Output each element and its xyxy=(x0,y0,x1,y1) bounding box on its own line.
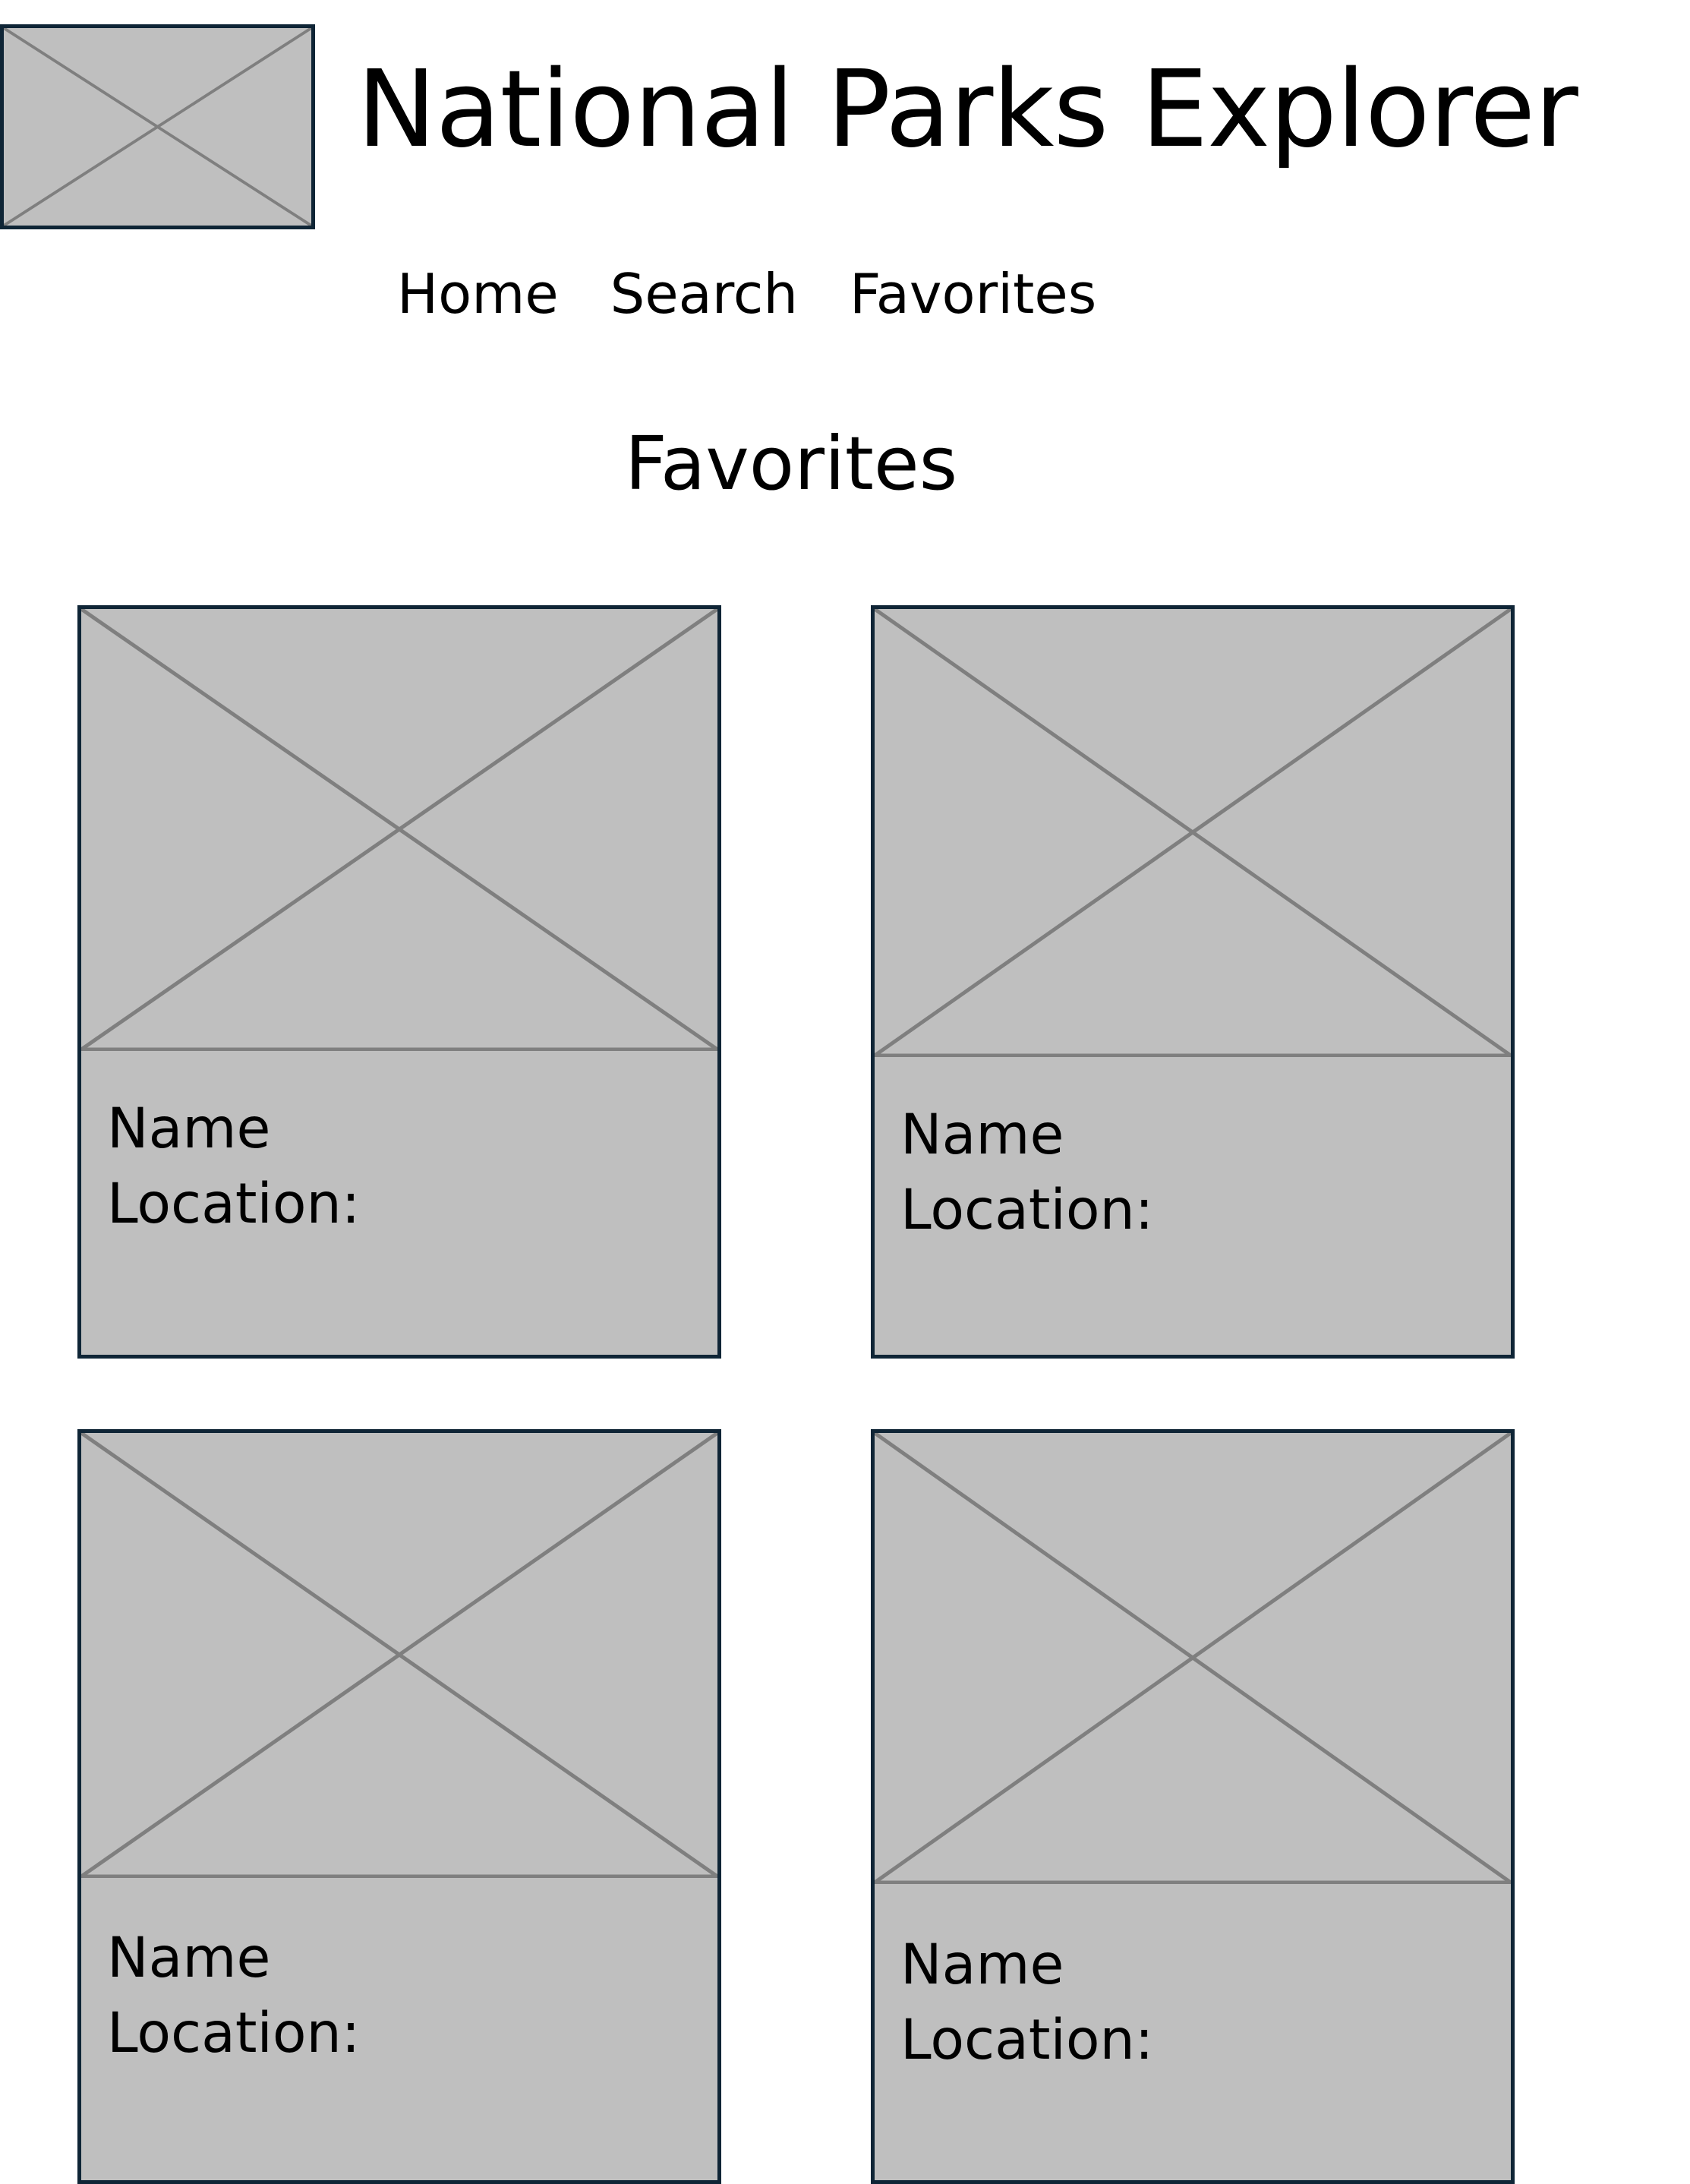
nav-search-link[interactable]: Search xyxy=(610,262,798,326)
card-name-label: Name xyxy=(900,1103,1064,1167)
image-placeholder-icon xyxy=(875,1433,1511,1884)
card-info: Name Location: xyxy=(900,1927,1153,2078)
favorite-card[interactable]: Name Location: xyxy=(871,605,1515,1359)
nav-favorites-link[interactable]: Favorites xyxy=(849,262,1097,326)
card-location-label: Location: xyxy=(107,2001,361,2066)
card-info: Name Location: xyxy=(107,1091,360,1242)
card-name-label: Name xyxy=(900,1933,1064,1997)
card-name-label: Name xyxy=(107,1926,271,1990)
page-title: Favorites xyxy=(625,421,958,507)
image-placeholder-icon xyxy=(81,609,717,1051)
card-info: Name Location: xyxy=(900,1097,1153,1248)
logo-placeholder-image xyxy=(0,24,315,229)
card-location-label: Location: xyxy=(900,1178,1154,1242)
main-nav: Home Search Favorites xyxy=(397,262,1096,326)
app-title: National Parks Explorer xyxy=(357,48,1578,172)
image-placeholder-icon xyxy=(81,1433,717,1878)
nav-home-link[interactable]: Home xyxy=(397,262,559,326)
card-info: Name Location: xyxy=(107,1920,360,2071)
card-location-label: Location: xyxy=(107,1172,361,1236)
card-name-label: Name xyxy=(107,1097,271,1161)
card-location-label: Location: xyxy=(900,2008,1154,2072)
image-placeholder-icon xyxy=(4,28,311,226)
favorite-card[interactable]: Name Location: xyxy=(77,1429,721,2184)
image-placeholder-icon xyxy=(875,609,1511,1057)
favorite-card[interactable]: Name Location: xyxy=(77,605,721,1359)
favorite-card[interactable]: Name Location: xyxy=(871,1429,1515,2184)
